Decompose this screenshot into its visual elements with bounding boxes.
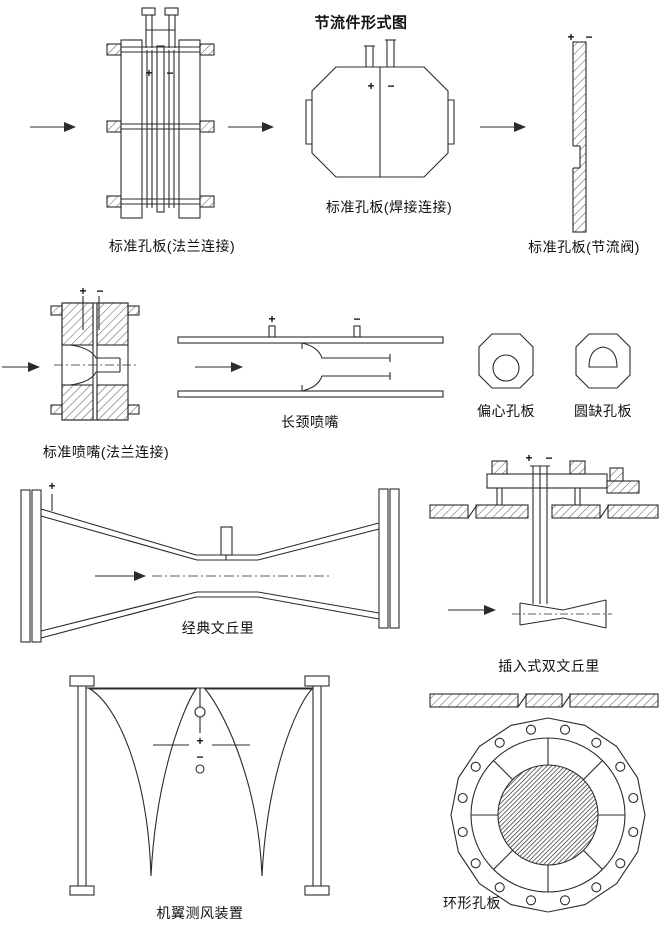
plus-tap-orifice-valve: + [567, 30, 575, 44]
minus-tap-airfoil: − [196, 750, 204, 764]
label-standard-orifice-throttle-valve: 标准孔板(节流阀) [528, 239, 640, 255]
plus-tap-orifice-welded: + [367, 79, 375, 93]
art-segmental-orifice [575, 333, 631, 389]
minus-tap-orifice-welded: − [387, 79, 395, 93]
art-standard-nozzle-flange [2, 296, 140, 421]
plus-tap-airfoil: + [196, 734, 204, 748]
label-segmental-orifice: 圆缺孔板 [574, 403, 632, 419]
minus-tap-orifice-flange: − [166, 66, 174, 80]
art-annular-orifice [450, 717, 646, 913]
art-standard-orifice-throttle-valve [480, 41, 587, 233]
minus-tap-orifice-valve: − [585, 30, 593, 44]
art-eccentric-orifice [478, 333, 534, 389]
minus-tap-insert-venturi: − [545, 451, 553, 465]
label-standard-nozzle-flange: 标准喷嘴(法兰连接) [42, 444, 170, 460]
label-standard-orifice-welded: 标准孔板(焊接连接) [325, 199, 453, 215]
minus-tap-long-neck-nozzle: − [353, 312, 361, 326]
plus-tap-orifice-flange: + [145, 66, 153, 80]
label-insert-double-venturi: 插入式双文丘里 [498, 658, 600, 674]
art-insert-double-venturi [429, 460, 659, 708]
art-classic-venturi [20, 488, 400, 643]
minus-tap-nozzle-flange: − [96, 284, 104, 298]
art-standard-orifice-flange [30, 7, 215, 219]
diagram-title: 节流件形式图 [314, 14, 408, 32]
plus-tap-classic-venturi: + [48, 479, 56, 493]
art-standard-orifice-welded [228, 39, 455, 178]
label-airfoil-wind-device: 机翼测风装置 [156, 905, 244, 921]
art-airfoil-wind-device [69, 675, 330, 896]
art-long-neck-nozzle [177, 325, 444, 398]
label-classic-venturi: 经典文丘里 [181, 620, 255, 636]
plus-tap-nozzle-flange: + [79, 284, 87, 298]
label-standard-orifice-flange: 标准孔板(法兰连接) [108, 238, 236, 254]
plus-tap-insert-venturi: + [525, 451, 533, 465]
label-long-neck-nozzle: 长颈喷嘴 [281, 414, 339, 430]
plus-tap-long-neck-nozzle: + [268, 312, 276, 326]
label-annular-orifice: 环形孔板 [443, 895, 501, 911]
label-eccentric-orifice: 偏心孔板 [477, 403, 535, 419]
